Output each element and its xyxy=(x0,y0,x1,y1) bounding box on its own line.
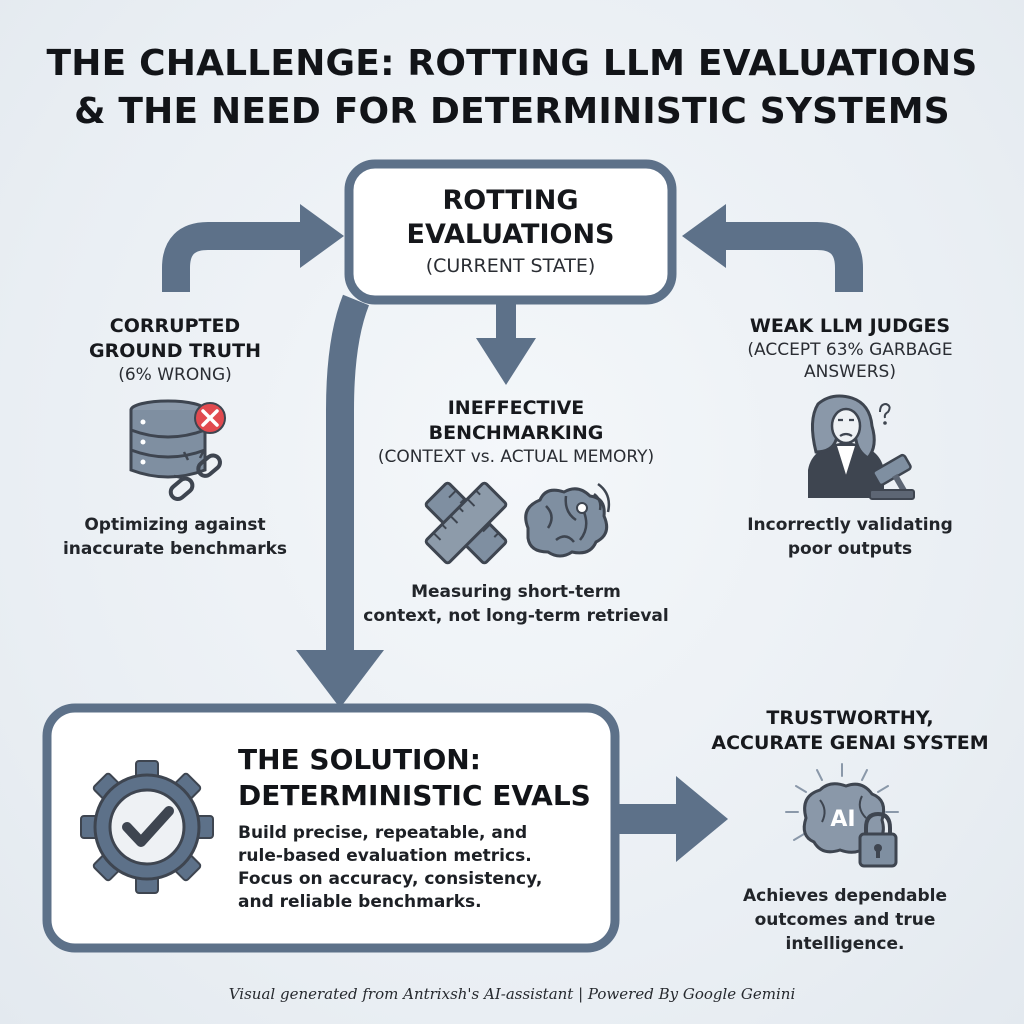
arrow-right-to-center xyxy=(682,204,863,292)
solution-body-line-2: rule-based evaluation metrics. xyxy=(238,846,532,866)
arrow-center-to-solution xyxy=(296,294,384,708)
arrow-solution-to-outcome xyxy=(615,776,728,862)
middle-node-line-2: BENCHMARKING xyxy=(428,422,604,444)
middle-node-line-1: INEFFECTIVE xyxy=(447,397,585,419)
center-box-subtitle: (CURRENT STATE) xyxy=(425,255,596,277)
center-box-line-1: ROTTING xyxy=(442,185,579,216)
middle-node-caption: Measuring short-term context, not long-t… xyxy=(346,580,686,628)
left-node-caption: Optimizing against inaccurate benchmarks xyxy=(55,513,295,561)
confused-judge-gavel-icon xyxy=(808,394,915,500)
center-box-frame xyxy=(344,159,677,305)
right-node-caption: Incorrectly validating poor outputs xyxy=(720,513,980,561)
lock-icon xyxy=(858,811,898,868)
outcome-node-heading: TRUSTWORTHY, ACCURATE GENAI SYSTEM xyxy=(700,706,1000,756)
page-title-line-1: THE CHALLENGE: ROTTING LLM EVALUATIONS xyxy=(46,43,978,84)
solution-box-frame xyxy=(42,703,620,953)
solution-title-line-1: THE SOLUTION: xyxy=(238,743,481,776)
right-node-caption-line-2: poor outputs xyxy=(787,539,913,559)
arrow-center-to-middle xyxy=(476,302,536,385)
left-node-subtitle: (6% WRONG) xyxy=(118,365,232,385)
left-node-line-2: GROUND TRUTH xyxy=(89,340,261,362)
left-node-heading: CORRUPTED GROUND TRUTH (6% WRONG) xyxy=(70,314,280,386)
solution-body-line-4: and reliable benchmarks. xyxy=(238,892,482,912)
page-title: THE CHALLENGE: ROTTING LLM EVALUATIONS &… xyxy=(0,40,1024,136)
outcome-caption-line-1: Achieves dependable xyxy=(742,886,947,906)
outcome-caption-line-2: outcomes and true xyxy=(754,910,936,930)
outcome-node-line-2: ACCURATE GENAI SYSTEM xyxy=(711,732,989,754)
middle-node-caption-line-1: Measuring short-term xyxy=(411,582,621,602)
outcome-caption-line-3: intelligence. xyxy=(785,934,905,954)
solution-box: THE SOLUTION: DETERMINISTIC EVALS Build … xyxy=(238,742,608,914)
solution-body-line-3: Focus on accuracy, consistency, xyxy=(238,869,543,889)
left-node-caption-line-2: inaccurate benchmarks xyxy=(62,539,288,559)
middle-node-subtitle: (CONTEXT vs. ACTUAL MEMORY) xyxy=(377,447,655,467)
outcome-node-line-1: TRUSTWORTHY, xyxy=(766,707,934,729)
right-node-line-2: (ACCEPT 63% GARBAGE xyxy=(747,340,953,360)
left-node-caption-line-1: Optimizing against xyxy=(84,515,266,535)
outcome-node-caption: Achieves dependable outcomes and true in… xyxy=(720,884,970,956)
center-box: ROTTING EVALUATIONS (CURRENT STATE) xyxy=(353,184,668,280)
left-node-line-1: CORRUPTED xyxy=(109,315,241,337)
center-box-line-2: EVALUATIONS xyxy=(406,219,615,250)
ai-brain-lock-icon: AI xyxy=(785,763,899,868)
solution-body-line-1: Build precise, repeatable, and xyxy=(238,823,528,843)
footer-credit: Visual generated from Antrixsh's AI-assi… xyxy=(228,985,796,1003)
right-node-heading: WEAK LLM JUDGES (ACCEPT 63% GARBAGE ANSW… xyxy=(700,314,1000,383)
database-broken-link-icon xyxy=(129,399,226,502)
page-title-line-2: & THE NEED FOR DETERMINISTIC SYSTEMS xyxy=(74,91,950,132)
ai-icon-label: AI xyxy=(830,807,855,832)
arrow-left-to-center xyxy=(162,204,344,292)
solution-title-line-2: DETERMINISTIC EVALS xyxy=(238,779,591,812)
right-node-line-3: ANSWERS) xyxy=(804,362,896,382)
middle-node-heading: INEFFECTIVE BENCHMARKING (CONTEXT vs. AC… xyxy=(346,396,686,468)
crossed-ruler-brain-icon xyxy=(424,481,611,565)
right-node-caption-line-1: Incorrectly validating xyxy=(747,515,953,535)
middle-node-caption-line-2: context, not long-term retrieval xyxy=(363,606,669,626)
right-node-line-1: WEAK LLM JUDGES xyxy=(749,315,951,337)
gear-checkmark-icon xyxy=(80,760,214,894)
